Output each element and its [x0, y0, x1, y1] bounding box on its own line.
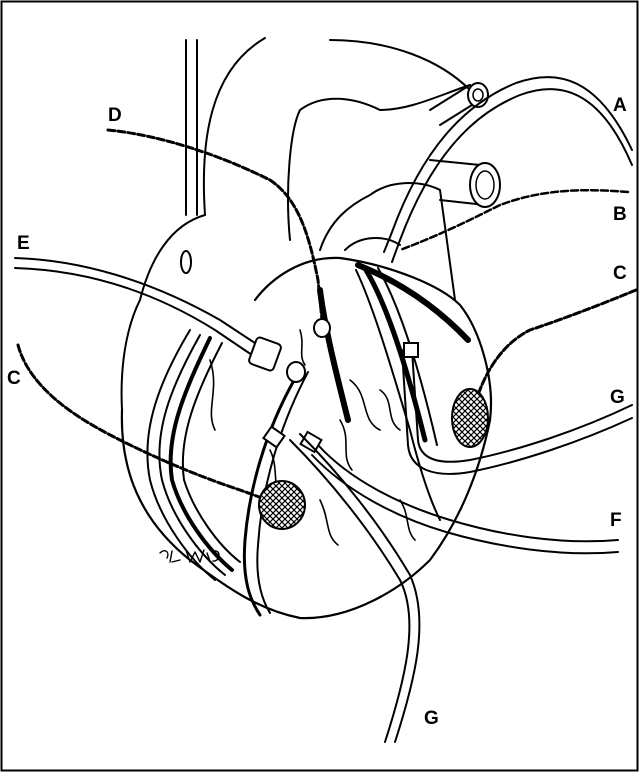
atrial-opening	[181, 251, 191, 273]
aortic-arch	[204, 38, 470, 215]
pulmonary-vessel-stubs	[430, 83, 500, 207]
label-g-bottom: G	[424, 708, 439, 729]
label-c-left: C	[7, 368, 21, 389]
mesh-electrode-right	[452, 389, 488, 447]
mesh-electrode-left	[259, 481, 305, 529]
lead-g-bottom-catheter	[263, 427, 419, 742]
label-g-right: G	[610, 387, 625, 408]
label-c-right: C	[613, 263, 627, 284]
lead-f-catheter	[301, 432, 618, 553]
label-b: B	[613, 204, 627, 225]
lead-c-left-wire	[18, 345, 262, 498]
label-e: E	[17, 233, 30, 254]
lead-g-right-catheter	[402, 343, 632, 474]
lead-c-right-wire	[478, 290, 636, 395]
superior-vena-cava	[186, 40, 197, 215]
lead-b-wire	[400, 190, 628, 250]
label-d: D	[108, 105, 122, 126]
lead-a-catheter	[384, 77, 632, 262]
label-a: A	[613, 95, 627, 116]
label-f: F	[610, 510, 622, 531]
